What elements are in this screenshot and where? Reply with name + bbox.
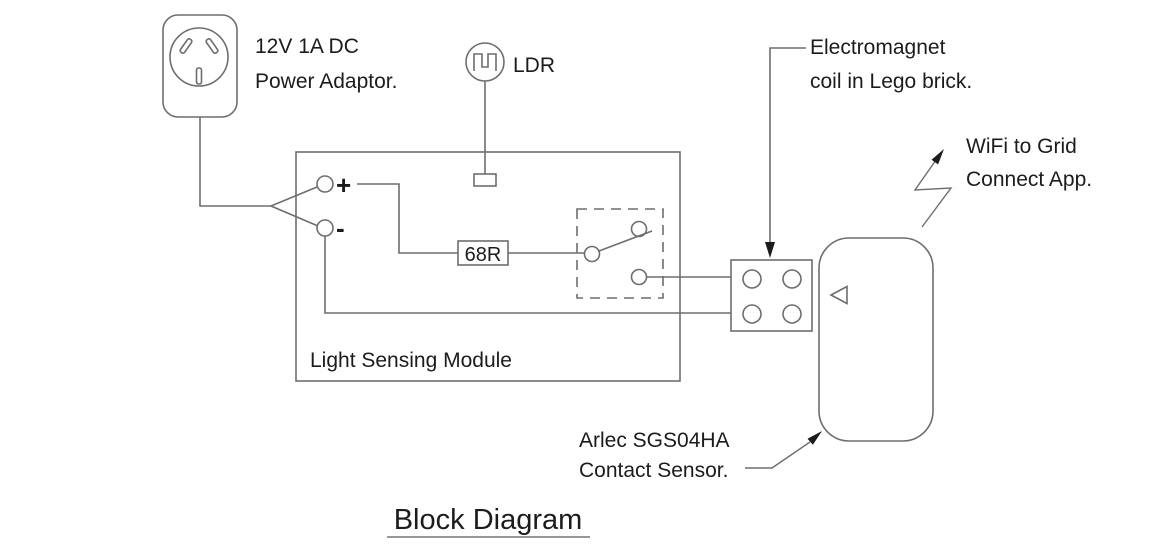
sensor-arrowhead-icon [807, 431, 822, 445]
connector-block [730, 259, 813, 332]
power-adaptor-label-line1: 12V 1A DC [255, 35, 359, 58]
minus-to-connector-wire [324, 236, 731, 314]
power-adaptor-label-line2: Power Adaptor. [255, 70, 397, 93]
resistor-label: 68R [465, 244, 502, 266]
minus-terminal [316, 219, 334, 237]
down-arrowhead-icon [765, 242, 775, 258]
wifi-arrow [913, 149, 953, 228]
page-title: Block Diagram [394, 504, 583, 536]
ldr-circle [465, 42, 505, 82]
sensor-label-line1: Arlec SGS04HA [579, 429, 730, 452]
electromagnet-label-line2: coil in Lego brick. [810, 70, 972, 93]
wifi-label-line2: Connect App. [966, 168, 1092, 191]
plus-terminal [316, 175, 334, 193]
power-plug-icon [162, 14, 238, 118]
sensor-label-line2: Contact Sensor. [579, 459, 728, 482]
wifi-arrowhead-icon [931, 149, 944, 165]
ldr-squiggle [473, 53, 497, 71]
minus-sign: - [336, 213, 345, 243]
resistor-68r: 68R [457, 240, 509, 266]
ldr-icon [465, 42, 505, 174]
relay-switch [576, 208, 664, 299]
module-label: Light Sensing Module [310, 349, 512, 372]
plus-to-resistor-wire [357, 183, 458, 254]
plus-sign: + [336, 170, 351, 200]
plug-face [169, 27, 229, 87]
ldr-label: LDR [513, 54, 555, 77]
module-terminals [316, 175, 334, 237]
contact-sensor [818, 237, 934, 442]
wifi-label-line1: WiFi to Grid [966, 135, 1077, 158]
electromagnet-label-line1: Electromagnet [810, 36, 946, 59]
plug-pin-slots [179, 37, 219, 85]
power-wire [199, 117, 319, 227]
relay-dashed-box [576, 208, 664, 299]
sensor-leader [745, 431, 822, 469]
relay-nc-contact [630, 268, 648, 286]
relay-arm [598, 230, 653, 252]
sensor-triangle-icon [829, 285, 848, 305]
module-wiring [324, 183, 731, 314]
electromagnet-leader [765, 47, 806, 258]
ldr-pad [473, 173, 497, 187]
light-sensing-module-box [295, 151, 681, 382]
relay-common-contact [583, 245, 601, 263]
